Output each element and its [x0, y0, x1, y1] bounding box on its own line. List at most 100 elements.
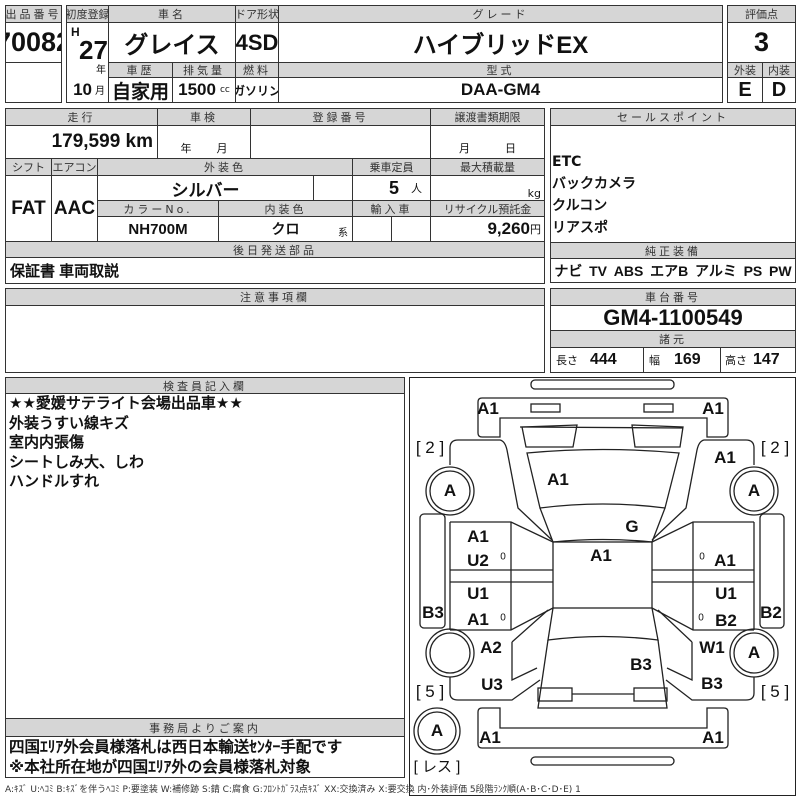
equipment-item: PW: [769, 262, 792, 279]
width-label: 幅: [649, 354, 660, 367]
rear-bumper-bar: [530, 756, 675, 766]
inspector-line: 室内内張傷: [9, 433, 85, 451]
headlights: [521, 424, 684, 448]
inspector-line: ハンドルすれ: [9, 472, 100, 490]
wheel-front-left-mark: A: [443, 481, 457, 500]
office-notes: 四国ｴﾘｱ外会員様落札は西日本輸送ｾﾝﾀｰ手配です ※本社所在地が四国ｴﾘｱ外の…: [9, 737, 342, 777]
inspection-year-unit: 年: [180, 142, 192, 155]
inspector-line: シートしみ大、しわ: [9, 452, 145, 471]
mark-sill-left: B3: [422, 603, 444, 622]
reg-no-label: 登録番号: [250, 108, 431, 126]
displacement-unit: cc: [219, 85, 230, 95]
fog-lamp-left: [530, 403, 561, 413]
int-color: クロ: [271, 221, 300, 237]
transfer-month-unit: 月: [459, 142, 470, 155]
mark-door-front-right-num: 0: [699, 551, 705, 563]
max-load-label: 最大積載量: [430, 158, 545, 176]
notes-box: [5, 305, 545, 373]
headlight-line: [519, 426, 684, 429]
equipment-item: ナビ: [554, 262, 583, 279]
interior-score: D: [762, 77, 796, 103]
sales-list: ETC バックカメラ クルコン リアスポ: [552, 151, 636, 239]
mark-trunk: B3: [630, 655, 652, 674]
front-bumper: [477, 397, 729, 438]
sales-item: リアスポ: [552, 220, 608, 236]
mark-door-rear-left-1: U1: [467, 584, 489, 603]
recycle: 9,260: [487, 219, 530, 238]
tread-rear-left: [ 5 ]: [415, 682, 445, 701]
era: H: [71, 25, 80, 39]
first-reg-month: 10: [73, 79, 92, 99]
mark-quarter-left-1: A2: [480, 638, 502, 657]
mark-front-bumper-right: A1: [702, 399, 724, 418]
inspector-notes: ★★愛媛サテライト会場出品車★★ 外装うすい線キズ 室内内張傷 シートしみ大、し…: [9, 394, 243, 492]
roof: [552, 541, 653, 609]
mark-door-rear-left-num: 0: [500, 612, 506, 624]
mark-door-rear-right-1: U1: [715, 584, 737, 603]
mark-door-rear-right-2: B2: [715, 611, 737, 630]
equipment-item: エアB: [650, 262, 689, 279]
wheel-front-right-mark: A: [747, 481, 761, 500]
legend: A:ｷｽﾞ U:ﾍｺﾐ B:ｷｽﾞを伴うﾍｺﾐ P:要塗装 W:補修跡 S:錆 …: [5, 785, 581, 795]
mark-rear-bumper-right: A1: [702, 728, 724, 747]
tread-spare: [ レス ]: [413, 758, 461, 776]
mark-windshield: G: [625, 517, 639, 536]
mark-roof: A1: [590, 546, 612, 565]
width: 169: [674, 351, 701, 368]
lot-empty: [5, 62, 62, 103]
mark-quarter-right-2: B3: [701, 674, 723, 693]
later-parts: 保証書 車両取説: [5, 257, 545, 284]
mark-door-rear-left-2: A1: [467, 610, 489, 629]
mark-fender-right: A1: [714, 448, 736, 467]
model: DAA-GM4: [278, 77, 723, 103]
wheels: [413, 466, 779, 755]
year-unit: 年: [96, 65, 106, 76]
side-sill-right: [759, 513, 785, 629]
side-sill-left: [419, 513, 446, 629]
rear-quarter-right: [657, 609, 755, 701]
displacement: 1500: [178, 80, 216, 99]
equipment-item: TV: [589, 262, 608, 279]
inspection-month-unit: 月: [216, 142, 228, 155]
mark-sill-right: B2: [760, 603, 782, 622]
front-bumper-bar: [530, 379, 675, 390]
sales-item: バックカメラ: [552, 176, 636, 192]
mark-door-rear-right-num: 0: [698, 612, 704, 624]
mark-door-front-left-1: A1: [467, 527, 489, 546]
transfer-day-unit: 日: [505, 142, 516, 155]
tread-rear-right: [ 5 ]: [760, 682, 790, 701]
inspector-line: 外装うすい線キズ: [9, 413, 130, 432]
front-fender-left: [449, 439, 553, 541]
mark-door-front-right: A1: [714, 551, 736, 570]
mark-door-front-left-num: 0: [500, 551, 506, 563]
tread-front-right: [ 2 ]: [760, 438, 790, 457]
lot-label: 出品番号: [5, 5, 62, 23]
wheel-rear-right-mark: A: [747, 643, 761, 662]
capacity-unit: 人: [411, 182, 422, 195]
rear-window: [547, 607, 659, 641]
taillight-right: [633, 687, 668, 702]
recycle-unit: 円: [530, 223, 541, 236]
equipment-item: PS: [743, 262, 763, 279]
sales-label: セールスポイント: [550, 108, 796, 126]
length-label: 長さ: [556, 354, 578, 367]
first-reg-year: 27: [79, 35, 108, 65]
later-parts-label: 後日発送部品: [5, 241, 545, 258]
mark-door-front-left-2: U2: [467, 551, 489, 570]
month-unit: 月: [95, 86, 105, 97]
inspector-line: ★★愛媛サテライト会場出品車★★: [9, 394, 243, 412]
front-fender-right: [651, 439, 755, 541]
equipment-item: アルミ: [694, 262, 737, 279]
mark-hood: A1: [547, 470, 569, 489]
office-line: 四国ｴﾘｱ外会員様落札は西日本輸送ｾﾝﾀｰ手配です: [9, 738, 343, 756]
import-label: 輸入車: [352, 200, 431, 217]
shift-label: シフト: [5, 158, 52, 176]
capacity: 5: [388, 177, 399, 198]
mark-quarter-right-1: W1: [699, 638, 725, 657]
